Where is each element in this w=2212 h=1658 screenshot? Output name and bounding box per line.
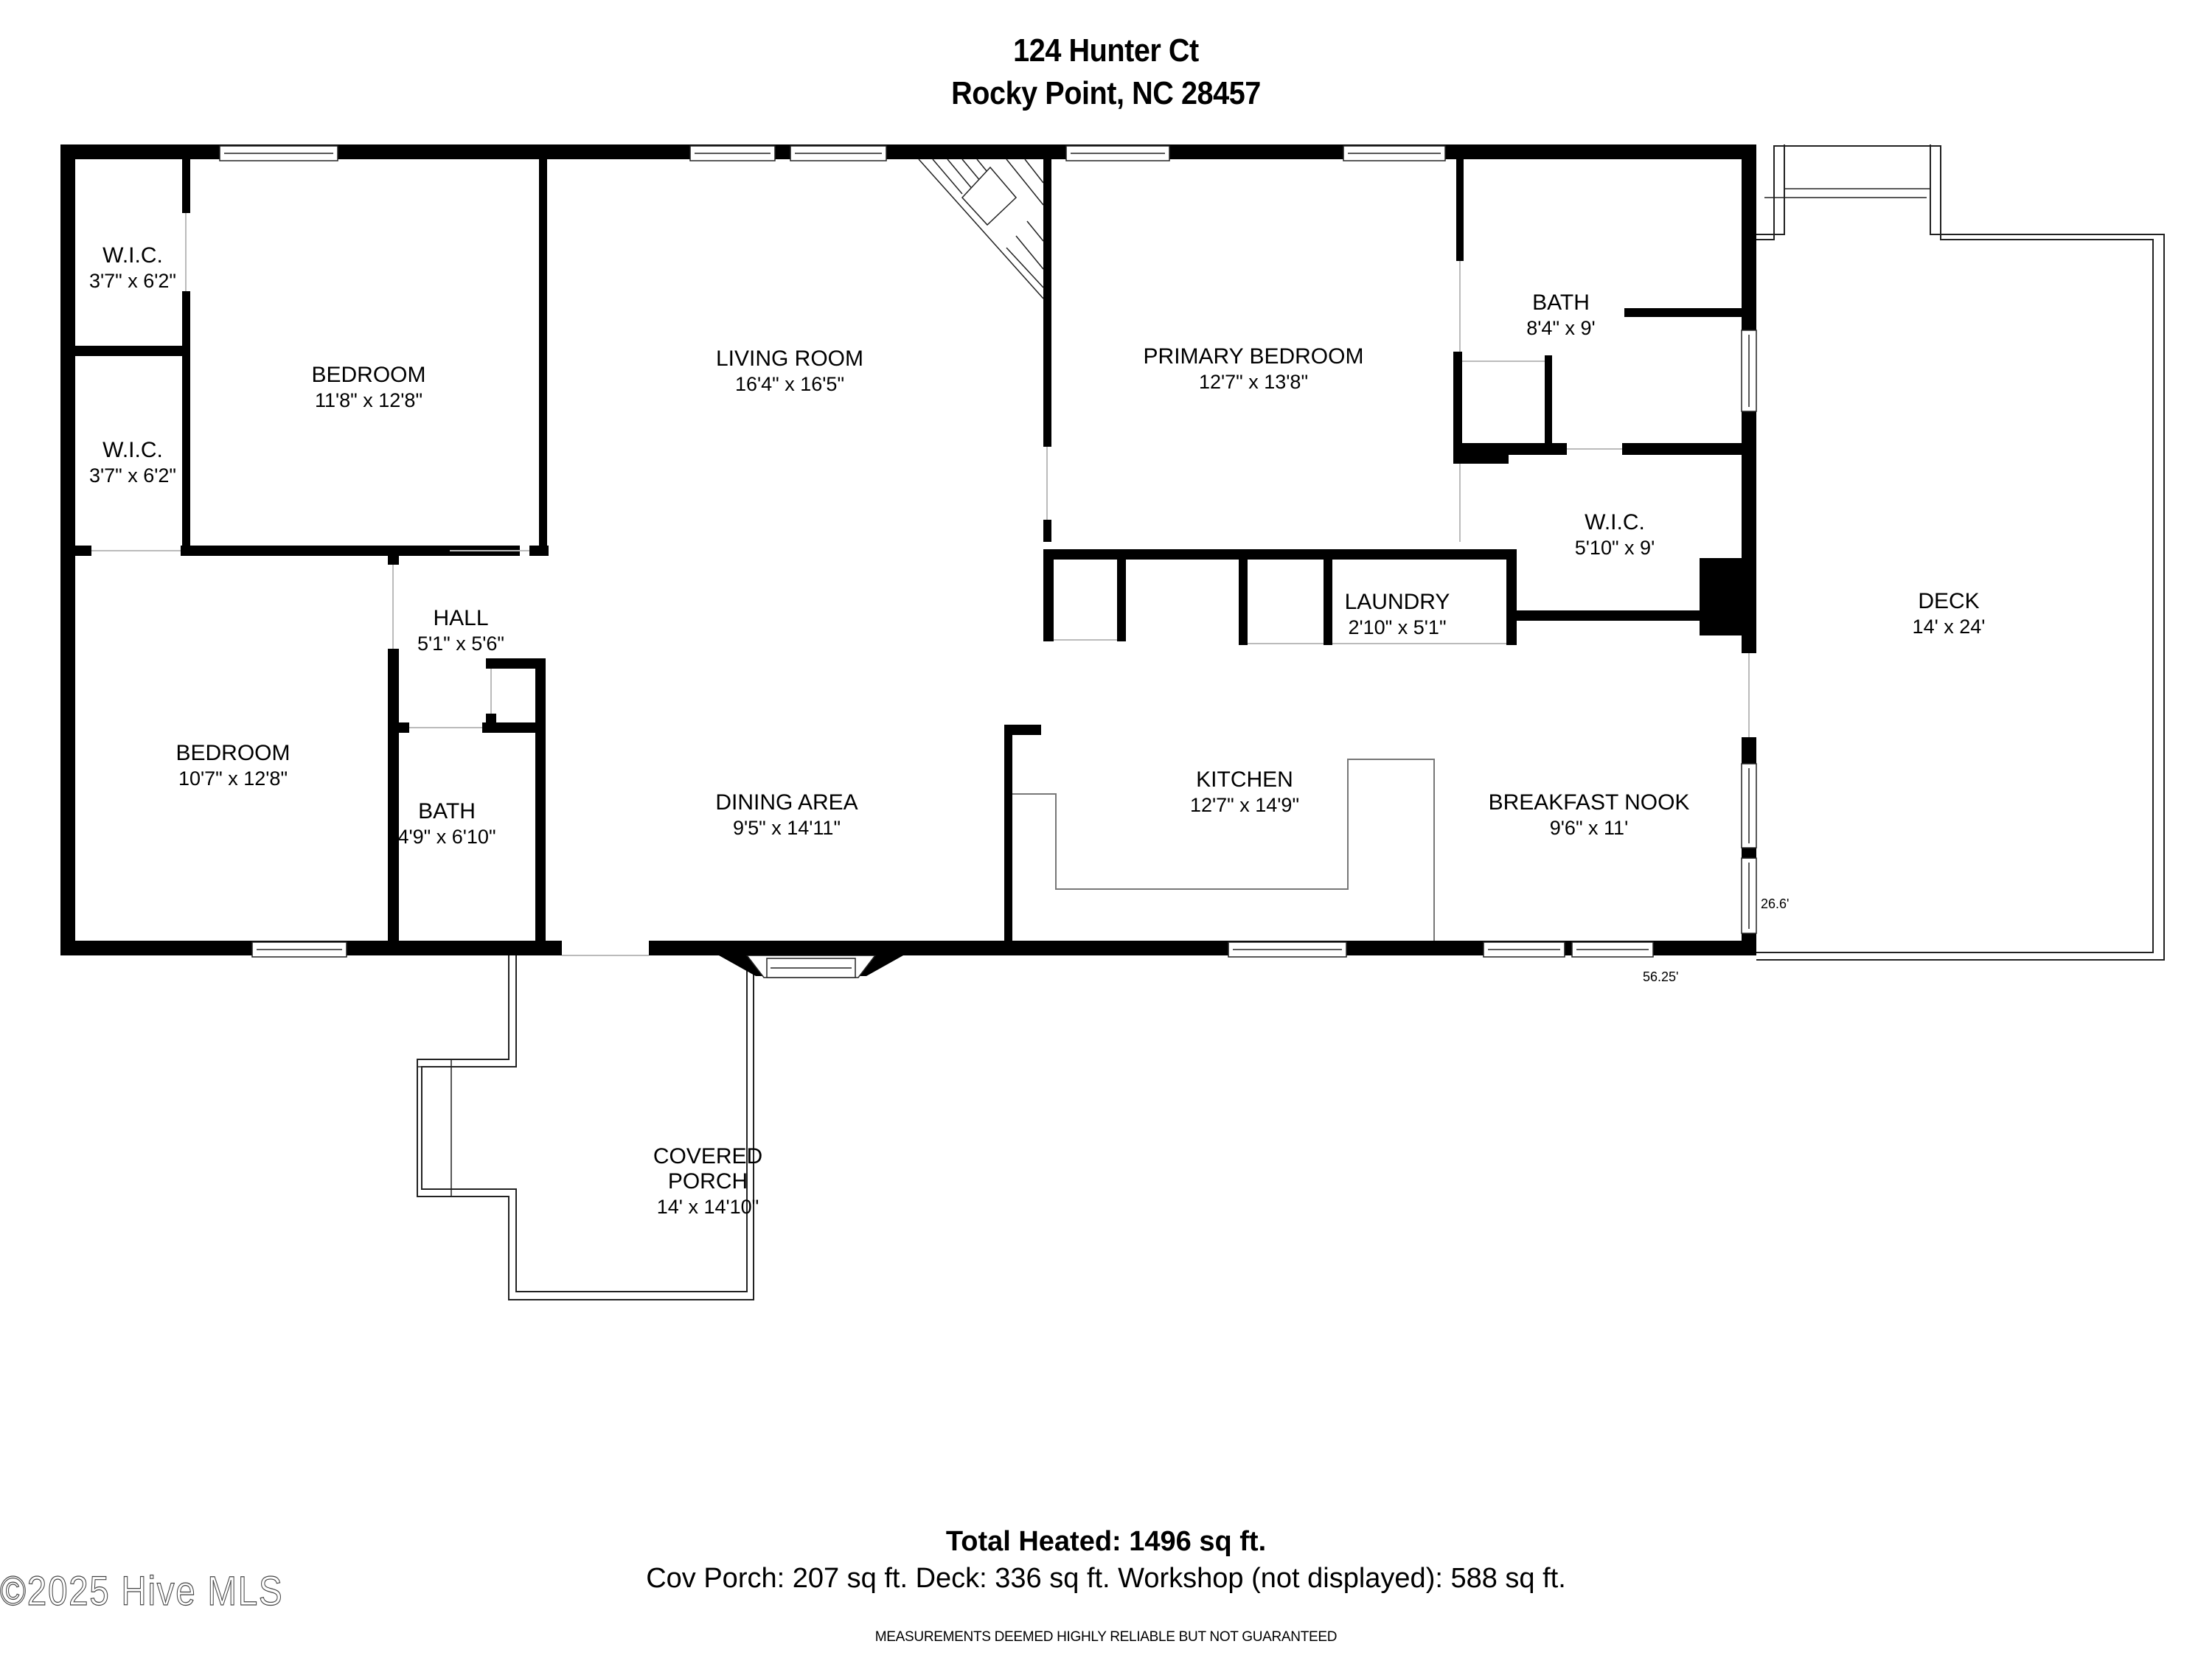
measurement-disclaimer: MEASUREMENTS DEEMED HIGHLY RELIABLE BUT … <box>874 1629 1338 1645</box>
address-line-city: Rocky Point, NC 28457 <box>951 75 1261 111</box>
room-dimensions: 3'7" x 6'2" <box>89 464 176 487</box>
room-dimensions: 9'6" x 11' <box>1550 817 1628 839</box>
total-heated-area: Total Heated: 1496 sq ft. <box>945 1526 1267 1557</box>
room-name: LAUNDRY <box>1345 590 1450 614</box>
room-dimensions: 5'10" x 9' <box>1575 537 1655 559</box>
room-name: DINING AREA <box>715 790 858 815</box>
outdoor-areas-summary: Cov Porch: 207 sq ft. Deck: 336 sq ft. W… <box>646 1563 1566 1594</box>
door-openings <box>91 213 1750 956</box>
room-name: BATH <box>1532 290 1590 315</box>
room-dimensions: 12'7" x 14'9" <box>1190 794 1299 816</box>
address-line-street: 124 Hunter Ct <box>1013 32 1199 69</box>
address-header: 124 Hunter Ct Rocky Point, NC 28457 <box>0 29 2212 115</box>
room-dimensions: 4'9" x 6'10" <box>397 826 495 848</box>
room-name: HALL <box>433 606 488 630</box>
room-bath: BATH 4'9" x 6'10" <box>397 799 495 848</box>
watermark-text: ©2025 Hive MLS <box>0 1567 284 1614</box>
room-dimensions: 9'5" x 14'11" <box>733 817 841 839</box>
room-name: PRIMARY BEDROOM <box>1144 344 1364 369</box>
room-w-i-c: W.I.C.3'7" x 6'2" <box>89 243 176 292</box>
room-name: BEDROOM <box>175 741 290 765</box>
room-w-i-c: W.I.C.3'7" x 6'2" <box>89 438 176 487</box>
room-dimensions: 10'7" x 12'8" <box>178 767 288 790</box>
room-dimensions: 14' x 24' <box>1913 616 1986 638</box>
room-w-i-c: W.I.C. 5'10" x 9' <box>1575 510 1655 559</box>
porch-outline <box>417 953 754 1300</box>
room-dimensions: 5'1" x 5'6" <box>417 633 504 655</box>
room-name: DECK <box>1918 589 1979 613</box>
room-name: KITCHEN <box>1196 767 1293 792</box>
kitchen-counters <box>1012 759 1435 941</box>
interior-walls <box>75 159 1742 941</box>
room-name: BEDROOM <box>311 363 425 387</box>
room-dimensions: 16'4" x 16'5" <box>735 373 844 395</box>
deck-outline <box>1756 144 2165 961</box>
vertical-measurement: 26.6' <box>1761 896 1789 911</box>
fireplace-icon <box>918 159 1044 299</box>
room-dimensions: 12'7" x 13'8" <box>1199 371 1308 393</box>
room-dimensions: 2'10" x 5'1" <box>1348 616 1446 638</box>
windows <box>219 145 1757 958</box>
room-dimensions: 8'4" x 9' <box>1526 317 1595 339</box>
room-name: W.I.C. <box>102 438 163 462</box>
room-deck: DECK 14' x 24' <box>1913 589 1986 638</box>
room-name: BREAKFAST NOOK <box>1489 790 1690 815</box>
horizontal-measurement: 56.25' <box>1643 969 1678 984</box>
bay-window <box>719 955 903 978</box>
room-dimensions: 11'8" x 12'8" <box>315 389 422 411</box>
room-name: COVERED <box>653 1144 762 1168</box>
room-name: W.I.C. <box>1585 510 1645 534</box>
room-name: W.I.C. <box>102 243 163 268</box>
room-dimensions: 14' x 14'10" <box>657 1196 759 1218</box>
room-hall: HALL 5'1" x 5'6" <box>417 606 504 655</box>
room-name: PORCH <box>668 1169 748 1194</box>
room-dimensions: 3'7" x 6'2" <box>89 270 176 292</box>
room-name: LIVING ROOM <box>716 346 863 371</box>
room-name: BATH <box>418 799 476 823</box>
room-labels: W.I.C.3'7" x 6'2"W.I.C.3'7" x 6'2"BEDROO… <box>89 243 1985 1218</box>
